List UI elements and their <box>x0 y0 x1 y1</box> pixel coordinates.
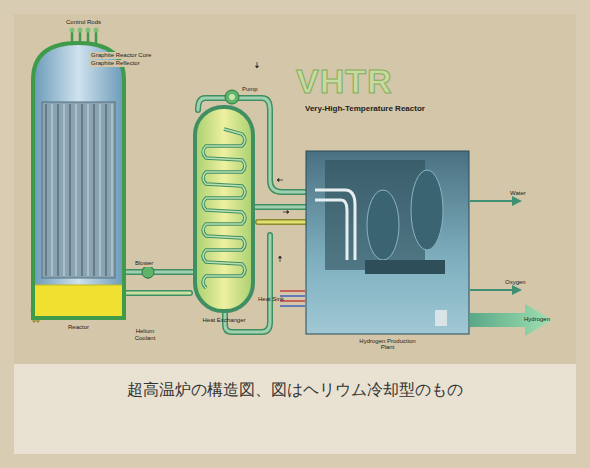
production-plant-outline <box>305 150 470 335</box>
part-label: Helium Coolant <box>130 328 160 341</box>
pipe-wall <box>125 269 194 275</box>
output-label: Hydrogen <box>524 316 550 323</box>
reactor-vessel: Reactor <box>30 40 127 321</box>
diagram-title: VHTR <box>296 62 393 101</box>
node-label: Hydrogen Production Plant <box>358 338 418 350</box>
output-label: Oxygen <box>505 279 526 286</box>
pipe-core <box>125 271 194 274</box>
coolant-pipe <box>125 272 194 273</box>
water-arrow <box>470 196 522 206</box>
pump-symbol <box>229 94 235 100</box>
pump-symbol <box>225 90 239 104</box>
rod-caps <box>70 28 99 33</box>
pipe-wall <box>254 204 307 210</box>
subtitle: Very-High-Temperature Reactor <box>305 105 425 114</box>
part-label: Graphite Reactor Core <box>90 52 152 59</box>
part-label: Graphite Reflector <box>90 60 141 67</box>
output-label: Water <box>510 190 526 197</box>
reactor-vessel-outline <box>30 40 127 321</box>
production-plant: Hydrogen Production Plant <box>305 150 470 335</box>
coolant-pipes <box>127 98 305 332</box>
part-label: Heat Sink <box>258 296 284 303</box>
flow-arrows <box>256 62 290 262</box>
blower-symbol <box>142 266 154 278</box>
node-label: Heat Exchanger <box>202 317 245 323</box>
coolant-pipe <box>254 207 307 208</box>
blower-symbol <box>142 266 154 278</box>
node-label: Reactor <box>68 324 89 330</box>
part-label: Control Rods <box>66 19 101 26</box>
part-label: Blower <box>134 260 154 267</box>
heat-exchanger: Heat Exchanger <box>192 104 256 314</box>
hydrogen-arrow <box>470 304 552 336</box>
pipe-core <box>254 206 307 209</box>
part-label: Pump <box>241 86 259 93</box>
heat-exchanger-outline <box>192 104 256 314</box>
oxygen-arrow <box>470 285 522 295</box>
figure-caption: 超高温炉の構造図、図はヘリウム冷却型のもの <box>14 380 576 401</box>
